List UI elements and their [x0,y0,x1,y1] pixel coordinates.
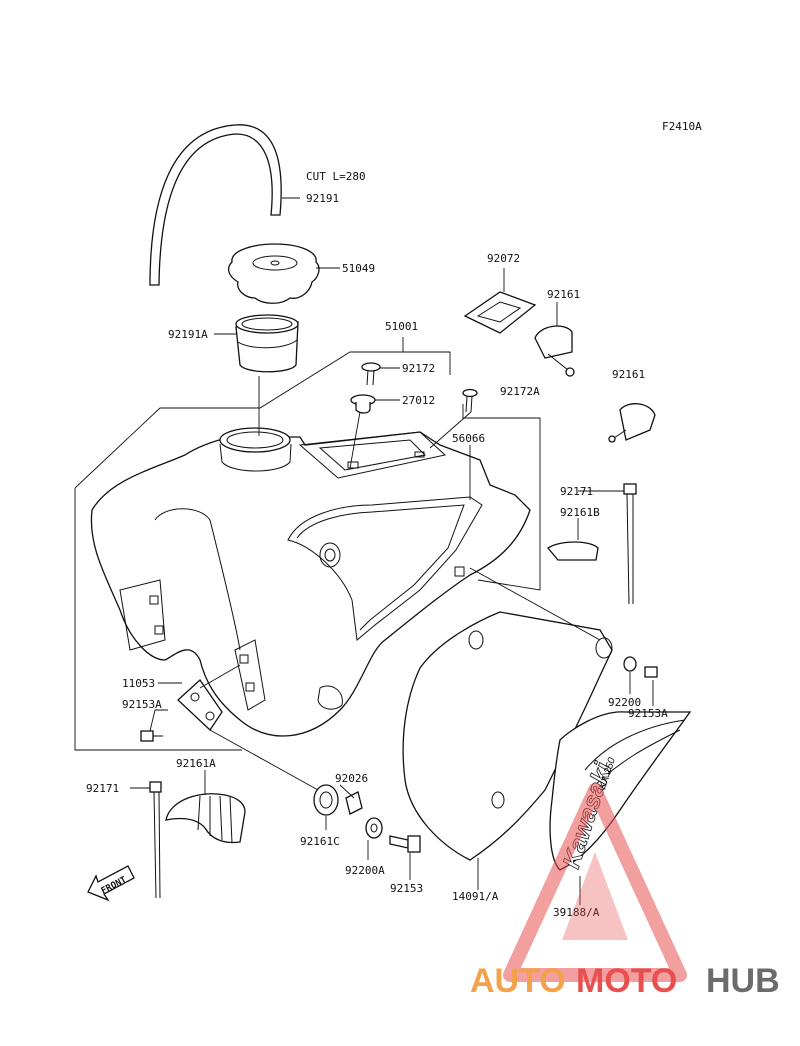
leader-lines [130,197,654,905]
holder-92161-upper [534,325,575,377]
watermark-part1: AUTO [470,962,566,1000]
label-51001: 51001 [385,320,418,333]
washer-92200 [623,656,637,672]
pad-92161B [547,541,599,561]
bolt-right [644,666,658,678]
label-92072: 92072 [487,252,520,265]
damper-92161C [313,784,339,816]
tie-band-right [623,483,637,605]
label-27012: 27012 [402,394,435,407]
cap-band [235,314,299,373]
label-92171-right: 92171 [560,485,593,498]
watermark-part2: MOTO [576,962,677,1000]
strap-92072 [463,291,537,334]
label-92026: 92026 [335,772,368,785]
label-92161-upper: 92161 [547,288,580,301]
label-56066: 56066 [452,432,485,445]
label-92172A: 92172A [500,385,540,398]
diagram-code: F2410A [662,120,702,133]
label-92200: 92200 [608,696,641,709]
collar-92026 [345,791,363,815]
label-92172: 92172 [402,362,435,375]
label-92153A-left: 92153A [122,698,162,711]
label-92161B: 92161B [560,506,600,519]
label-51049: 51049 [342,262,375,275]
bolt-92153 [389,835,421,853]
label-39188A: 39188/A [553,906,600,919]
label-92161-lower: 92161 [612,368,645,381]
bolt-left [140,730,163,742]
fuel-tank [90,427,531,737]
watermark-part3: HUB [706,962,780,1000]
fuel-cap [227,243,320,304]
screw-92172A [462,388,478,413]
label-92200A: 92200A [345,864,385,877]
callout-labels: CUT L=280 92191 51049 92191A 51001 92172… [86,170,668,919]
fuel-hose [149,124,282,286]
watermark-logo: AUTO MOTO HUB [470,783,780,1000]
shroud-14091 [402,611,613,861]
screw-92172 [361,362,381,386]
label-92161C: 92161C [300,835,340,848]
pad-92161A [165,793,246,844]
label-92191: 92191 [306,192,339,205]
label-92171-left: 92171 [86,782,119,795]
label-11053: 11053 [122,677,155,690]
front-arrow-icon: FRONT [87,865,135,902]
label-92161A: 92161A [176,757,216,770]
cushion-27012 [350,394,376,414]
tank-guide-box [74,351,451,751]
label-14091A: 14091/A [452,890,499,903]
label-92153A-right: 92153A [628,707,668,720]
label-92191A: 92191A [168,328,208,341]
label-92153: 92153 [390,882,423,895]
label-hose-note: CUT L=280 [306,170,366,183]
holder-92161-lower [608,403,656,443]
washer-92200A [365,817,383,839]
tie-band-left [149,781,162,899]
bracket-11053 [177,679,223,731]
